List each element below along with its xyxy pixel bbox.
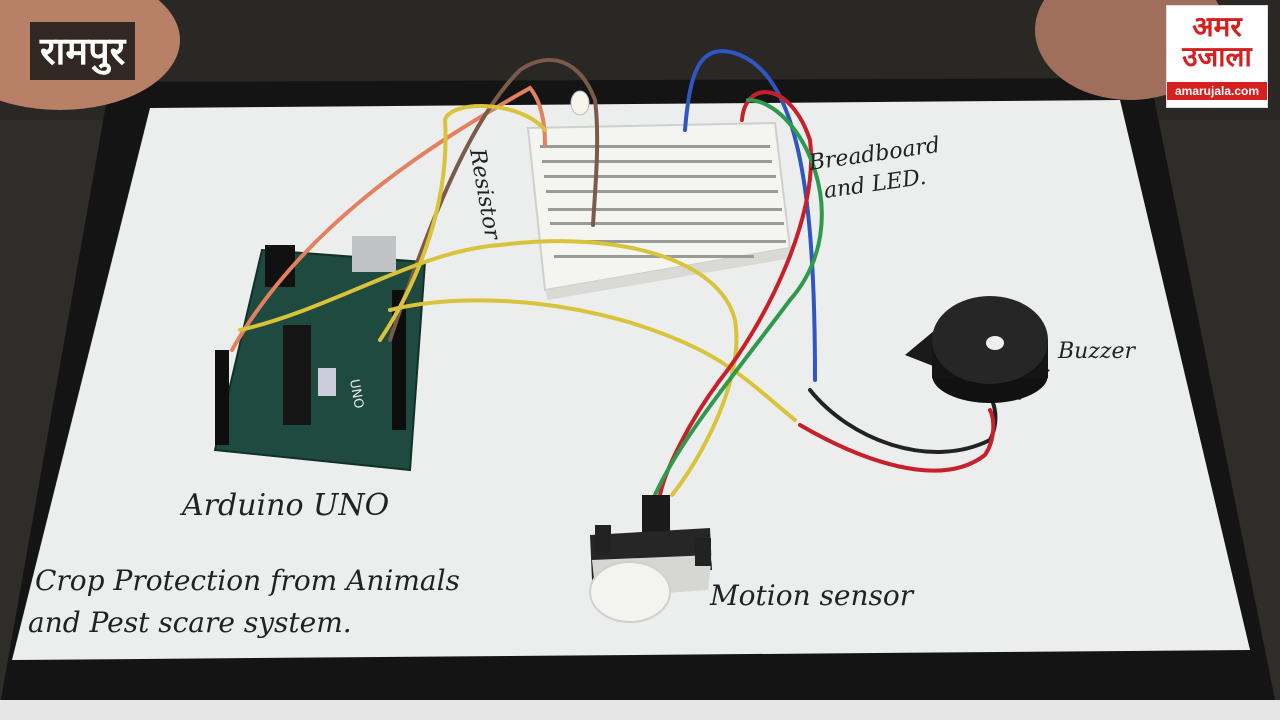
- location-tag: रामपुर: [30, 22, 136, 80]
- pin-header-left: [215, 350, 229, 445]
- project-title-line1: Crop Protection from Animals: [35, 564, 460, 597]
- bottom-edge: [0, 700, 1280, 720]
- uno-board-mark: UNO: [346, 378, 366, 410]
- label-motion-sensor: Motion sensor: [709, 579, 915, 612]
- breadboard: [526, 121, 792, 300]
- wire-red-top: [658, 90, 814, 497]
- usb-port: [352, 236, 396, 272]
- wire-yellow-sensor: [238, 239, 739, 497]
- white-paper-sheet: [12, 100, 1250, 660]
- jumper-wires: [230, 49, 998, 497]
- wire-green: [653, 98, 824, 497]
- logo-url: amarujala.com: [1167, 82, 1267, 100]
- amar-ujala-logo: अमर उजाला amarujala.com: [1166, 5, 1268, 108]
- led: [570, 90, 590, 116]
- wire-blue: [683, 49, 817, 382]
- label-arduino-uno: Arduino UNO: [179, 488, 389, 523]
- microcontroller-chip: [283, 325, 311, 425]
- project-title-line2: and Pest scare system.: [28, 606, 352, 639]
- buzzer: [905, 296, 1050, 403]
- arduino-uno-board: UNO: [213, 236, 427, 472]
- wire-red-buzzer: [798, 408, 996, 473]
- logo-line1: अमर: [1192, 10, 1242, 43]
- label-buzzer: Buzzer: [1057, 339, 1137, 364]
- motion-sensor: [589, 495, 712, 623]
- wire-black-buzzer: [808, 388, 998, 454]
- crystal: [318, 368, 336, 396]
- wire-yellow-buzzer: [388, 298, 797, 422]
- logo-line2: उजाला: [1182, 40, 1252, 73]
- wire-orange: [230, 85, 547, 352]
- wire-yellow-top: [378, 104, 547, 342]
